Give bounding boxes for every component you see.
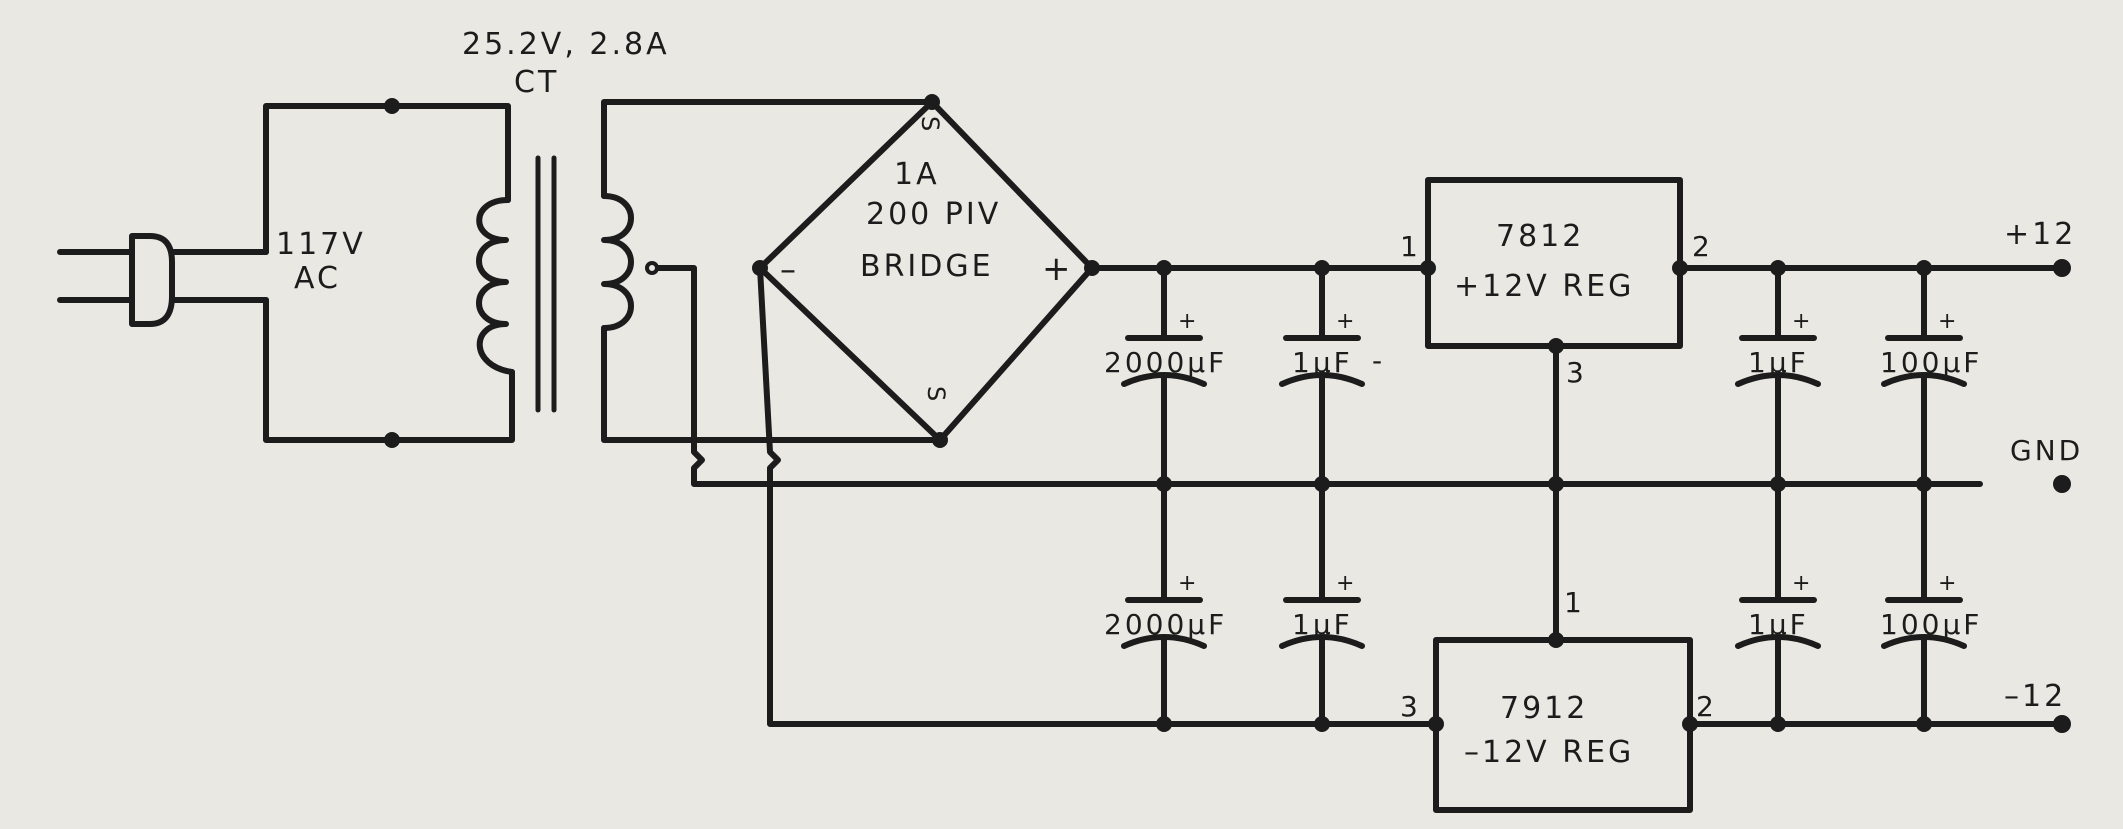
capacitor-c5-value: 1µF — [1748, 346, 1809, 379]
bridge-plus: + — [1042, 249, 1074, 289]
capacitor-c4-polarity: + — [1336, 571, 1357, 596]
capacitor-c7-polarity: + — [1792, 571, 1813, 596]
regulator-7912-pin-gnd: 1 — [1564, 586, 1585, 619]
capacitor-c6-value: 100µF — [1880, 346, 1982, 379]
capacitor-c1-value: 2000µF — [1104, 346, 1227, 379]
capacitor-c3-polarity: + — [1178, 571, 1199, 596]
bridge-current: 1A — [894, 157, 940, 192]
capacitor-c2: +1µF- — [1279, 265, 1385, 487]
regulator-7812-pin-in: 1 — [1400, 230, 1421, 263]
capacitor-group: +2000µF+1µF-+2000µF+1µF+1µF+100µF+1µF+10… — [1104, 265, 1982, 727]
capacitor-c6: +100µF — [1880, 265, 1982, 487]
capacitor-c4: +1µF — [1279, 481, 1365, 727]
transformer-tap-label: CT — [514, 65, 559, 100]
ac-plug-icon — [57, 233, 269, 327]
capacitor-c4-value: 1µF — [1292, 608, 1353, 641]
gnd-terminal-icon — [2053, 475, 2071, 493]
capacitor-c8-polarity: + — [1938, 571, 1959, 596]
bridge-ac-top: S — [916, 116, 944, 134]
bridge-minus: – — [780, 250, 799, 288]
minus12-terminal-icon — [2053, 715, 2071, 733]
capacitor-c1-polarity: + — [1178, 309, 1199, 334]
regulator-7812-box — [1425, 177, 1683, 349]
regulator-7812-pin-gnd: 3 — [1566, 356, 1587, 389]
primary-winding-icon — [476, 197, 515, 375]
regulator-7812-part: 7812 — [1496, 219, 1584, 254]
capacitor-c8-value: 100µF — [1880, 608, 1982, 641]
regulator-7812-pin-out: 2 — [1692, 230, 1713, 263]
regulator-7912-label: –12V REG — [1464, 735, 1634, 770]
capacitor-c7-value: 1µF — [1748, 608, 1809, 641]
regulator-7812-label: +12V REG — [1454, 269, 1634, 304]
plus12-terminal-icon — [2053, 259, 2071, 277]
capacitor-c1: +2000µF — [1104, 265, 1227, 487]
bridge-ac-bottom: S — [922, 386, 950, 404]
capacitor-c5-polarity: + — [1792, 309, 1813, 334]
capacitor-c5: +1µF — [1735, 265, 1821, 487]
bridge-rectifier — [752, 94, 1100, 448]
mains-wiring — [263, 98, 515, 448]
output-gnd-label: GND — [2010, 434, 2083, 467]
capacitor-c6-polarity: + — [1938, 309, 1959, 334]
capacitor-c2-minus: - — [1372, 344, 1385, 377]
capacitor-c3: +2000µF — [1104, 481, 1227, 727]
mains-voltage: 117V — [276, 227, 366, 262]
ground-junctions — [1156, 260, 1932, 732]
transformer-core-icon — [535, 155, 557, 413]
bridge-piv: 200 PIV — [866, 197, 1001, 232]
transformer-rating: 25.2V, 2.8A — [462, 27, 670, 62]
output-plus12-label: +12 — [2004, 217, 2076, 252]
capacitor-c3-value: 2000µF — [1104, 608, 1227, 641]
negative-rail-wire — [757, 265, 1431, 727]
capacitor-c7: +1µF — [1735, 481, 1821, 727]
regulator-7912-part: 7912 — [1500, 691, 1588, 726]
secondary-winding-icon — [601, 99, 1983, 487]
regulator-7912-pin-out: 2 — [1696, 690, 1717, 723]
capacitor-c2-polarity: + — [1336, 309, 1357, 334]
output-minus12-label: –12 — [2004, 679, 2066, 714]
mains-type: AC — [294, 261, 341, 296]
capacitor-c2-value: 1µF — [1292, 346, 1353, 379]
capacitor-c8: +100µF — [1880, 481, 1982, 727]
regulator-7912-pin-in: 3 — [1400, 690, 1421, 723]
bridge-name: BRIDGE — [860, 249, 994, 284]
